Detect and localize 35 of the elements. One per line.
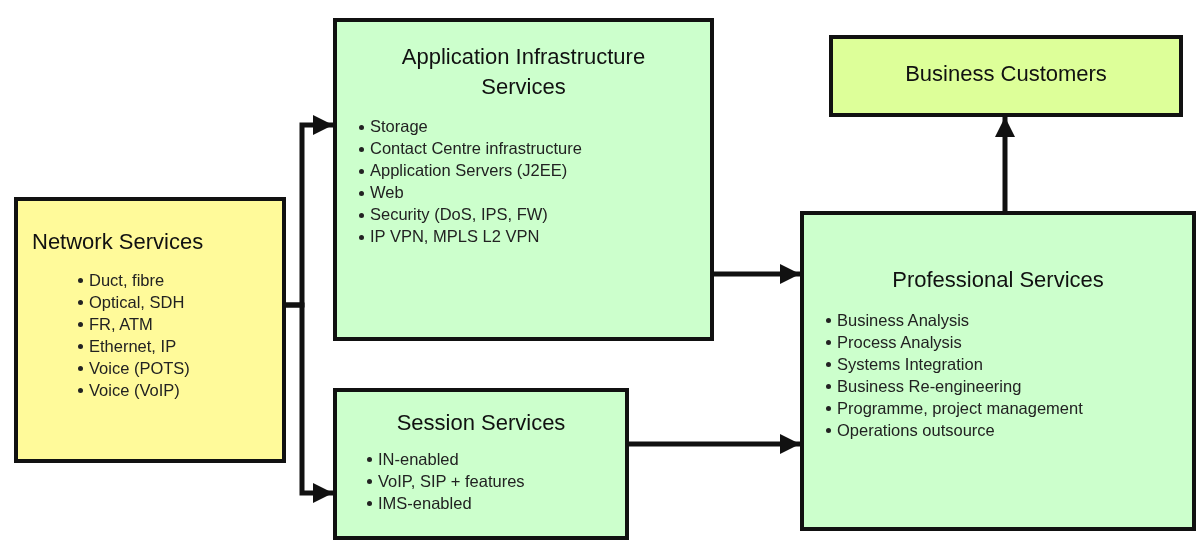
arrow [995,117,1015,211]
bullet-item: Application Servers (J2EE) [370,161,568,180]
box-title: Network Services [31,228,205,256]
bullet-item: FR, ATM [89,314,153,333]
bullet-item: Voice (VoIP) [89,380,180,399]
bullet-item: Operations outsource [837,420,995,439]
bullet-item: Security (DoS, IPS, FW) [370,205,548,224]
bullet-item: Duct, fibre [89,270,165,289]
bullet-item: Optical, SDH [89,292,185,311]
bullet-item: IMS-enabled [378,493,472,512]
service-box [333,18,714,341]
box-title: Application Infrastructure Services [400,43,647,101]
arrow [286,302,333,503]
bullet-item: Business Re-engineering [837,376,1022,395]
service-box [800,211,1196,531]
box-title: Professional Services [891,266,1105,294]
bullet-item: Systems Integration [837,354,983,373]
bullet-item: Contact Centre infrastructure [370,139,582,158]
service-box [333,388,629,540]
bullet-item: Voice (POTS) [89,358,190,377]
bullet-item: IP VPN, MPLS L2 VPN [370,227,540,246]
box-title: Session Services [395,409,567,437]
service-box [829,35,1183,117]
arrow [629,434,800,454]
box-title: Business Customers [904,60,1108,88]
bullet-item: Ethernet, IP [89,336,177,355]
bullet-item: Process Analysis [837,332,962,351]
bullet-item: Storage [370,117,428,136]
arrow [714,264,800,284]
bullet-item: IN-enabled [378,449,459,468]
bullet-item: VoIP, SIP + features [378,471,525,490]
bullet-item: Web [370,183,404,202]
service-box [14,197,286,463]
bullet-item: Business Analysis [837,310,970,329]
bullet-item: Programme, project management [837,398,1083,417]
